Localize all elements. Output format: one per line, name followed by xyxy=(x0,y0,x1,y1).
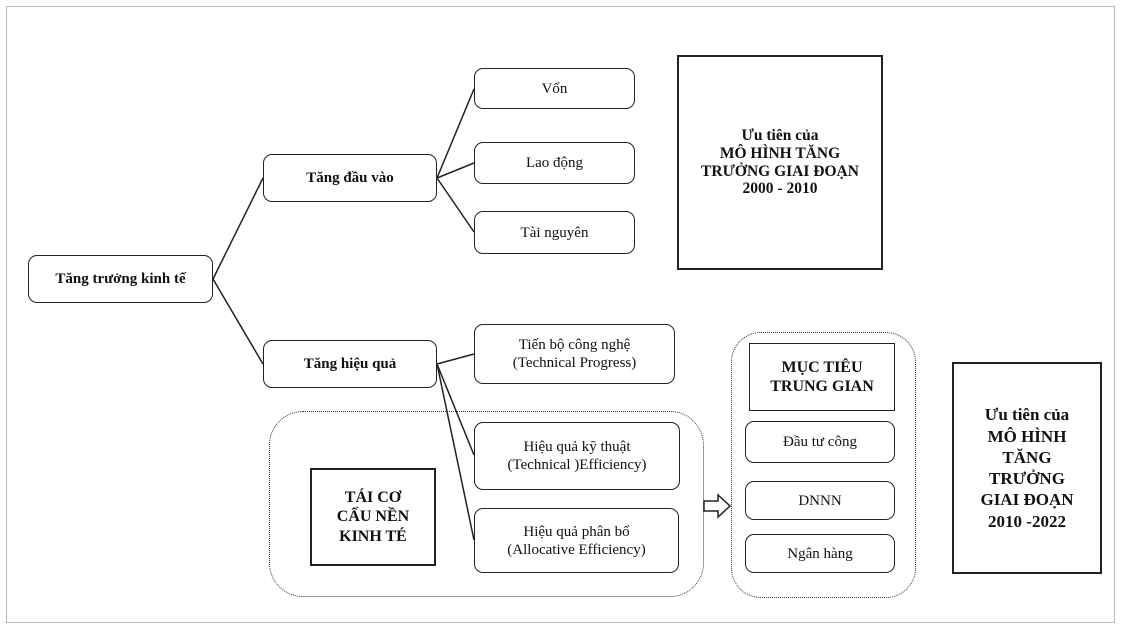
hollow-right-arrow xyxy=(703,493,731,519)
edge-efficiency-tech xyxy=(436,353,475,365)
allocative-efficiency-label-en: (Allocative Efficiency) xyxy=(507,541,646,558)
technical-efficiency-label: Hiệu quả kỹ thuật xyxy=(523,439,631,455)
edge-input-labor xyxy=(436,162,475,179)
model-2000-line-3: TRƯỞNG GIAI ĐOẠN xyxy=(701,162,859,180)
intermediate-title-box: MỤC TIÊU TRUNG GIAN xyxy=(749,343,895,411)
technical-efficiency-node: Hiệu quả kỹ thuật (Technical )Efficiency… xyxy=(474,422,680,490)
model-2010-line-6: 2010 -2022 xyxy=(988,511,1066,531)
resources-node: Tài nguyên xyxy=(474,211,635,254)
labor-label: Lao động xyxy=(525,155,584,171)
model-2010-line-3: TĂNG xyxy=(1002,447,1052,467)
edge-input-capital xyxy=(436,88,475,179)
edge-root-input xyxy=(212,177,264,280)
labor-node: Lao động xyxy=(474,142,635,184)
intermediate-title-line-1: MỤC TIÊU xyxy=(781,358,863,376)
restructure-line-3: KINH TÉ xyxy=(339,527,407,545)
public-investment-label: Đầu tư công xyxy=(783,434,857,450)
intermediate-title-line-2: TRUNG GIAN xyxy=(770,378,874,395)
root-node: Tăng trưởng kinh tế xyxy=(28,255,213,303)
capital-label: Vốn xyxy=(541,80,568,97)
model-2010-line-4: TRƯỞNG xyxy=(989,469,1065,488)
model-2000-2010-box: Ưu tiên của MÔ HÌNH TĂNG TRƯỞNG GIAI ĐOẠ… xyxy=(677,55,883,270)
resources-label: Tài nguyên xyxy=(520,224,589,241)
model-2010-line-5: GIAI ĐOẠN xyxy=(980,490,1074,510)
soe-label: DNNN xyxy=(798,492,842,509)
edge-efficiency-allocative xyxy=(436,363,475,541)
allocative-efficiency-label: Hiệu quả phân bổ xyxy=(523,523,630,540)
root-label: Tăng trưởng kinh tế xyxy=(55,271,186,287)
model-2010-2022-box: Ưu tiên của MÔ HÌNH TĂNG TRƯỞNG GIAI ĐOẠ… xyxy=(952,362,1102,574)
model-2000-line-4: 2000 - 2010 xyxy=(742,180,818,198)
model-2000-line-2: MÔ HÌNH TĂNG xyxy=(719,144,841,162)
allocative-efficiency-node: Hiệu quả phân bổ (Allocative Efficiency) xyxy=(474,508,679,573)
technical-progress-label: Tiến bộ công nghệ xyxy=(518,337,631,353)
capital-node: Vốn xyxy=(474,68,635,109)
edge-input-resources xyxy=(436,177,475,233)
technical-efficiency-label-en: (Technical )Efficiency) xyxy=(507,457,647,473)
soe-node: DNNN xyxy=(745,481,895,520)
model-2010-line-2: MÔ HÌNH xyxy=(987,426,1067,446)
restructure-box: TÁI CƠ CẤU NỀN KINH TÉ xyxy=(310,468,436,566)
model-2010-line-1: Ưu tiên của xyxy=(984,405,1070,425)
efficiency-growth-label: Tăng hiệu quả xyxy=(303,356,397,372)
input-growth-node: Tăng đầu vào xyxy=(263,154,437,202)
model-2000-line-1: Ưu tiên của xyxy=(741,126,819,144)
edge-root-efficiency xyxy=(212,278,264,365)
technical-progress-label-en: (Technical Progress) xyxy=(512,355,637,371)
banking-label: Ngân hàng xyxy=(787,545,853,562)
banking-node: Ngân hàng xyxy=(745,534,895,573)
public-investment-node: Đầu tư công xyxy=(745,421,895,463)
input-growth-label: Tăng đầu vào xyxy=(306,170,394,186)
restructure-line-1: TÁI CƠ xyxy=(344,489,402,507)
intermediate-group xyxy=(731,332,916,598)
restructure-line-2: CẤU NỀN xyxy=(336,508,410,526)
efficiency-growth-node: Tăng hiệu quả xyxy=(263,340,437,388)
diagram-frame xyxy=(6,6,1115,623)
edge-efficiency-technical xyxy=(436,363,475,456)
technical-progress-node: Tiến bộ công nghệ (Technical Progress) xyxy=(474,324,675,384)
